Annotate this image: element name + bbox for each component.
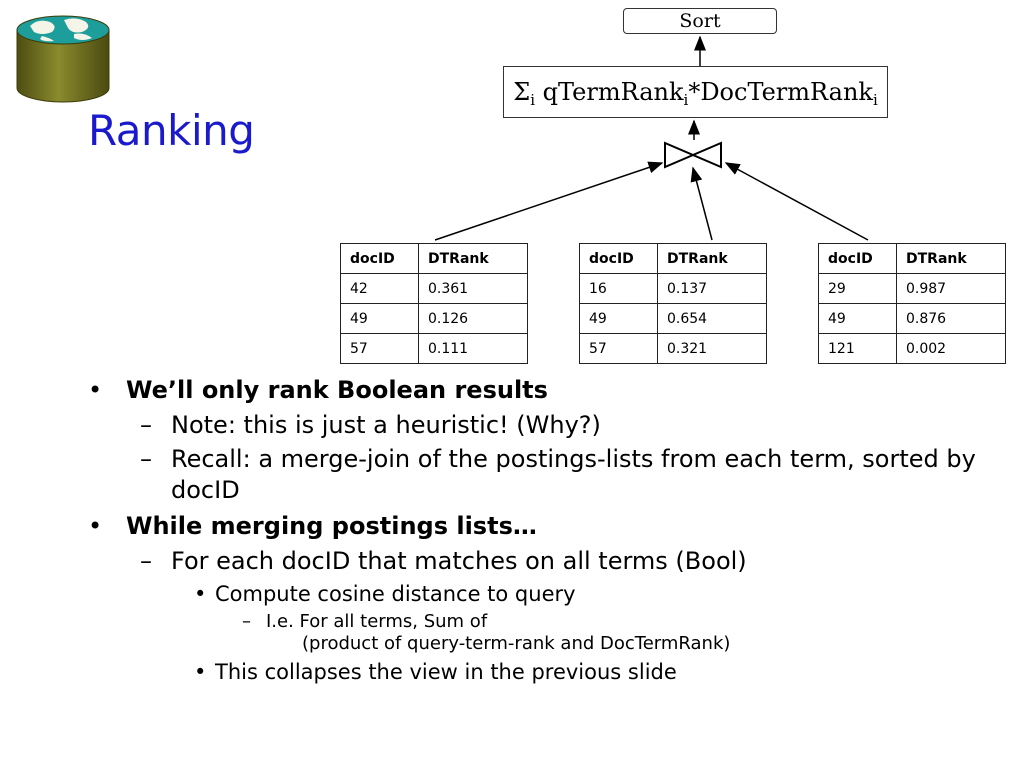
- column-header-dtrank: DTRank: [418, 243, 528, 274]
- bullet-text-line: (product of query-term-rank and DocTermR…: [302, 633, 731, 654]
- database-globe-icon: [16, 15, 110, 103]
- column-header-docid: docID: [579, 243, 658, 274]
- table-row: 29 0.987: [818, 273, 1006, 304]
- cell-docid: 16: [579, 273, 658, 304]
- sort-node: Sort: [623, 8, 777, 34]
- cell-docid: 29: [818, 273, 897, 304]
- sort-label: Sort: [679, 10, 721, 32]
- formula-subscript: i: [530, 91, 535, 109]
- table-row: 121 0.002: [818, 333, 1006, 364]
- slide-title: Ranking: [88, 106, 255, 155]
- cell-docid: 49: [818, 303, 897, 334]
- cell-docid: 57: [579, 333, 658, 364]
- postings-table: docID DTRank 42 0.361 49 0.126 57 0.111: [340, 243, 528, 364]
- cell-dtrank: 0.321: [657, 333, 767, 364]
- cell-dtrank: 0.111: [418, 333, 528, 364]
- formula-qtermrank: qTermRank: [535, 78, 684, 106]
- sub-sub-sub-bullet-item: I.e. For all terms, Sum of (product of q…: [88, 611, 1008, 655]
- table-row: 16 0.137: [579, 273, 767, 304]
- bullet-text-line: I.e. For all terms, Sum of: [266, 611, 488, 632]
- column-header-docid: docID: [818, 243, 897, 274]
- table-row: 57 0.111: [340, 333, 528, 364]
- table-header-row: docID DTRank: [340, 243, 528, 274]
- bowtie-join-icon: [664, 141, 722, 169]
- table-header-row: docID DTRank: [818, 243, 1006, 274]
- postings-table: docID DTRank 29 0.987 49 0.876 121 0.002: [818, 243, 1006, 364]
- cell-docid: 49: [340, 303, 419, 334]
- cell-docid: 49: [579, 303, 658, 334]
- cell-dtrank: 0.654: [657, 303, 767, 334]
- bullet-list: We’ll only rank Boolean results Note: th…: [88, 370, 1008, 686]
- sub-sub-bullet-item: This collapses the view in the previous …: [88, 658, 1008, 686]
- cell-docid: 121: [818, 333, 897, 364]
- sub-bullet-item: Note: this is just a heuristic! (Why?): [88, 410, 1008, 441]
- sub-sub-bullet-item: Compute cosine distance to query: [88, 580, 1008, 608]
- formula-doctermrank: *DocTermRank: [688, 78, 873, 106]
- formula-subscript: i: [683, 91, 689, 109]
- bullet-item: While merging postings lists…: [88, 509, 1008, 543]
- formula-subscript: i: [872, 91, 878, 109]
- table-row: 49 0.126: [340, 303, 528, 334]
- table-row: 57 0.321: [579, 333, 767, 364]
- arrow-table1-to-join: [690, 166, 713, 241]
- column-header-docid: docID: [340, 243, 419, 274]
- table-row: 49 0.876: [818, 303, 1006, 334]
- sigma-symbol: Σ: [513, 78, 531, 106]
- postings-table: docID DTRank 16 0.137 49 0.654 57 0.321: [579, 243, 767, 364]
- arrow-table2-to-join: [724, 162, 869, 241]
- column-header-dtrank: DTRank: [657, 243, 767, 274]
- column-header-dtrank: DTRank: [896, 243, 1006, 274]
- table-row: 49 0.654: [579, 303, 767, 334]
- sum-formula-node: Σi qTermRanki*DocTermRanki: [503, 66, 888, 118]
- table-header-row: docID DTRank: [579, 243, 767, 274]
- cell-dtrank: 0.126: [418, 303, 528, 334]
- bullet-item: We’ll only rank Boolean results: [88, 373, 1008, 407]
- cell-docid: 42: [340, 273, 419, 304]
- cell-docid: 57: [340, 333, 419, 364]
- cell-dtrank: 0.137: [657, 273, 767, 304]
- sub-bullet-item: For each docID that matches on all terms…: [88, 546, 1008, 577]
- cell-dtrank: 0.002: [896, 333, 1006, 364]
- sub-bullet-item: Recall: a merge-join of the postings-lis…: [88, 444, 1008, 506]
- cell-dtrank: 0.361: [418, 273, 528, 304]
- cell-dtrank: 0.987: [896, 273, 1006, 304]
- query-plan-diagram: [434, 35, 869, 241]
- arrow-table0-to-join: [434, 161, 664, 241]
- cell-dtrank: 0.876: [896, 303, 1006, 334]
- table-row: 42 0.361: [340, 273, 528, 304]
